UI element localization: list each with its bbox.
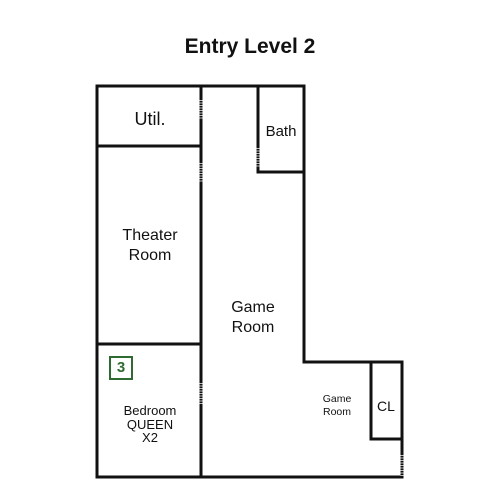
room-label-line: Game [231, 299, 275, 316]
room-label-game: Game Room [204, 298, 302, 338]
room-label-line: QUEEN [126, 416, 174, 432]
room-label-bath: Bath [265, 123, 297, 140]
room-label-theater: Theater Room [100, 226, 200, 266]
bedroom-number-badge: 3 [109, 356, 133, 380]
wall-bath [256, 84, 306, 174]
room-label-line: Room [322, 406, 351, 419]
room-label-line: Room [128, 247, 172, 264]
outer-wall [95, 84, 404, 479]
room-label-game-small: Game Room [306, 393, 368, 419]
room-label-line: Bedroom [123, 403, 177, 418]
wall-closet [369, 360, 404, 441]
room-label-bedroom: Bedroom QUEEN X2 [100, 404, 200, 445]
room-label-line: Room [231, 319, 275, 336]
room-label-util: Util. [134, 109, 166, 129]
plan-title: Entry Level 2 [184, 35, 316, 58]
room-label-line: Theater [122, 227, 178, 244]
room-label-line: X2 [142, 430, 158, 446]
room-label-line: Game [322, 393, 352, 405]
room-label-closet: CL [377, 398, 395, 414]
